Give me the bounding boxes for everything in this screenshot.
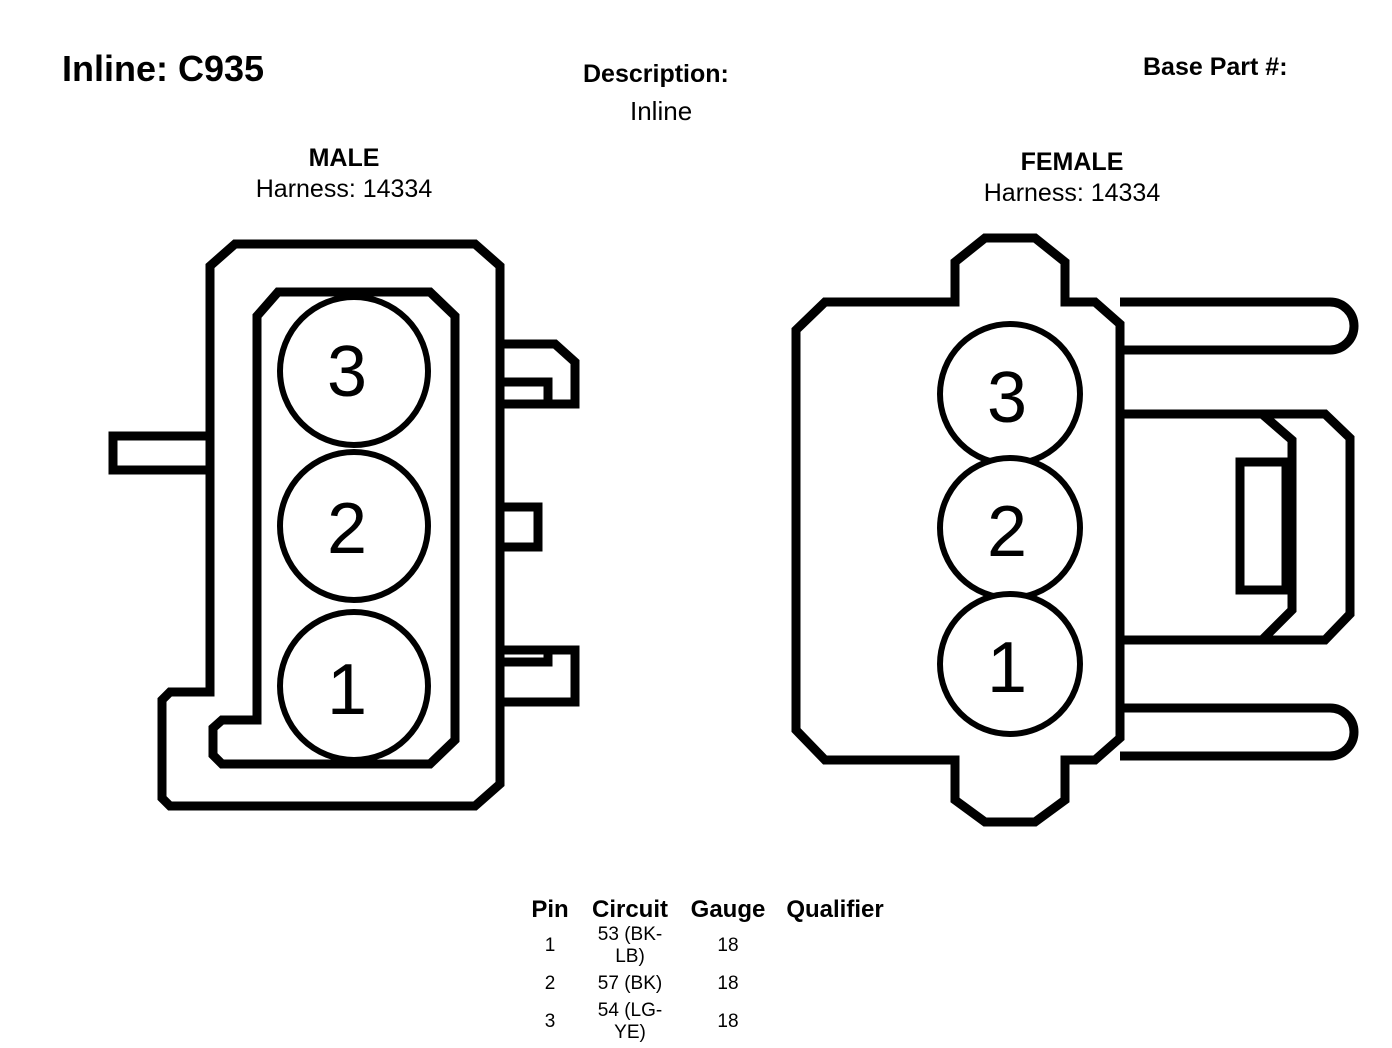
pin-table-header: Pin Circuit Gauge Qualifier bbox=[520, 896, 894, 924]
female-housing bbox=[791, 233, 1125, 827]
header-gauge: Gauge bbox=[690, 896, 766, 923]
female-heading: FEMALE Harness: 14334 bbox=[922, 148, 1222, 208]
male-gender-label: MALE bbox=[308, 144, 380, 172]
cell-pin: 1 bbox=[544, 935, 556, 956]
male-right-latch-top bbox=[500, 339, 580, 409]
female-harness-label: Harness: 14334 bbox=[983, 179, 1161, 207]
female-pin-circle-1 bbox=[937, 591, 1083, 737]
cell-pin: 3 bbox=[544, 1011, 556, 1032]
description-value: Inline bbox=[630, 96, 693, 126]
base-part-label: Base Part #: bbox=[1143, 53, 1288, 81]
male-connector: 3 2 1 bbox=[108, 239, 580, 811]
male-harness-label: Harness: 14334 bbox=[255, 175, 433, 203]
female-top-arm bbox=[1120, 297, 1359, 355]
female-latch-inner bbox=[1258, 410, 1297, 644]
female-bottom-arm bbox=[1120, 703, 1359, 761]
cell-qualifier bbox=[776, 924, 894, 968]
male-pin-circle-3 bbox=[277, 294, 431, 448]
male-pin-circle-1 bbox=[277, 609, 431, 763]
female-latch-window bbox=[1235, 457, 1291, 595]
table-row: 2 57 (BK) 18 bbox=[520, 968, 894, 1000]
table-row: 3 54 (LG-YE) 18 bbox=[520, 1000, 894, 1044]
male-heading: MALE Harness: 14334 bbox=[194, 144, 494, 204]
female-pin-label-2: 2 bbox=[987, 492, 1027, 572]
header-circuit: Circuit bbox=[591, 896, 668, 923]
male-right-key bbox=[500, 502, 543, 552]
male-right-latch-bottom bbox=[500, 645, 580, 707]
male-outer-housing bbox=[157, 239, 505, 811]
cell-gauge: 18 bbox=[717, 1011, 739, 1032]
cell-qualifier bbox=[776, 968, 894, 1000]
header-pin: Pin bbox=[531, 896, 569, 923]
pin-table: Pin Circuit Gauge Qualifier 1 53 (BK-LB)… bbox=[520, 896, 894, 1044]
header-qualifier: Qualifier bbox=[786, 896, 884, 923]
cell-gauge: 18 bbox=[717, 935, 739, 956]
male-pin-label-2: 2 bbox=[327, 489, 367, 569]
cell-circuit: 53 (BK-LB) bbox=[597, 924, 663, 967]
cell-pin: 2 bbox=[544, 973, 556, 994]
table-row: 1 53 (BK-LB) 18 bbox=[520, 924, 894, 968]
description-label: Description: bbox=[583, 60, 729, 88]
cell-gauge: 18 bbox=[717, 973, 739, 994]
cell-qualifier bbox=[776, 1000, 894, 1044]
female-pin-label-1: 1 bbox=[987, 628, 1027, 708]
female-pin-label-3: 3 bbox=[987, 358, 1027, 438]
male-left-tab bbox=[108, 431, 210, 475]
male-pin-label-1: 1 bbox=[327, 650, 367, 730]
female-connector: 3 2 1 bbox=[791, 233, 1359, 827]
cell-circuit: 57 (BK) bbox=[597, 973, 663, 994]
male-pin-label-3: 3 bbox=[327, 332, 367, 412]
connector-title: Inline: C935 bbox=[62, 48, 265, 89]
male-pin-circle-2 bbox=[277, 449, 431, 603]
female-latch-outer bbox=[1120, 409, 1355, 645]
cell-circuit: 54 (LG-YE) bbox=[597, 1000, 663, 1043]
male-inner-cavity bbox=[208, 287, 460, 769]
female-gender-label: FEMALE bbox=[1020, 148, 1124, 176]
